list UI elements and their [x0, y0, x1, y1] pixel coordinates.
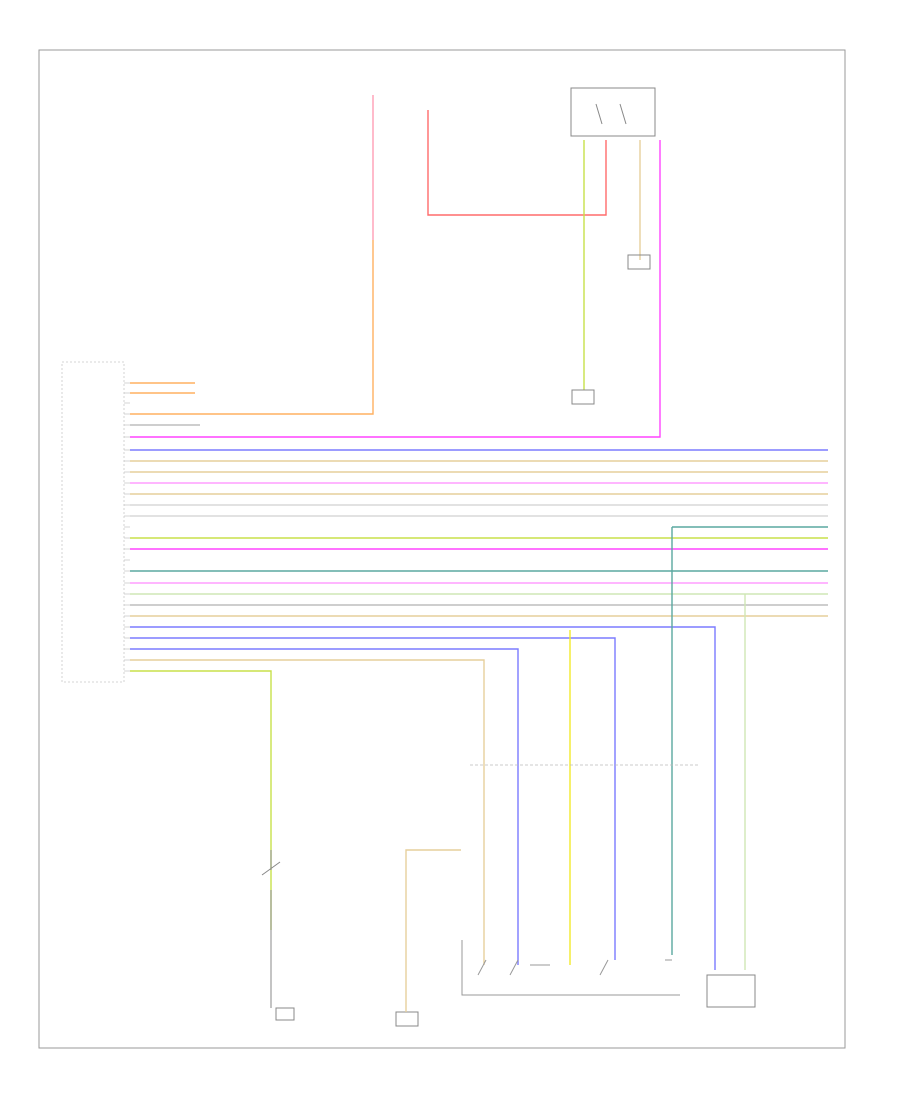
- wire-magenta-top: [130, 140, 661, 438]
- wire-orange-to-hot: [130, 240, 374, 415]
- wire-tan-ground: [405, 849, 461, 1012]
- top-power-feeds: [372, 95, 641, 390]
- pcm-pin-marks: [124, 382, 130, 672]
- dtr-branch-wires: [130, 526, 828, 970]
- fuse-block: [570, 87, 656, 137]
- diagram-frame: [38, 49, 846, 1049]
- horizontal-wires: [130, 140, 828, 617]
- dtr-sensor: [461, 940, 680, 996]
- tcc-solenoid: [706, 974, 756, 1008]
- ground-symbols: [275, 254, 651, 1027]
- short-stub-wires: [130, 382, 200, 426]
- park-neutral-switch: [261, 850, 281, 1008]
- pcm-module: [61, 361, 125, 683]
